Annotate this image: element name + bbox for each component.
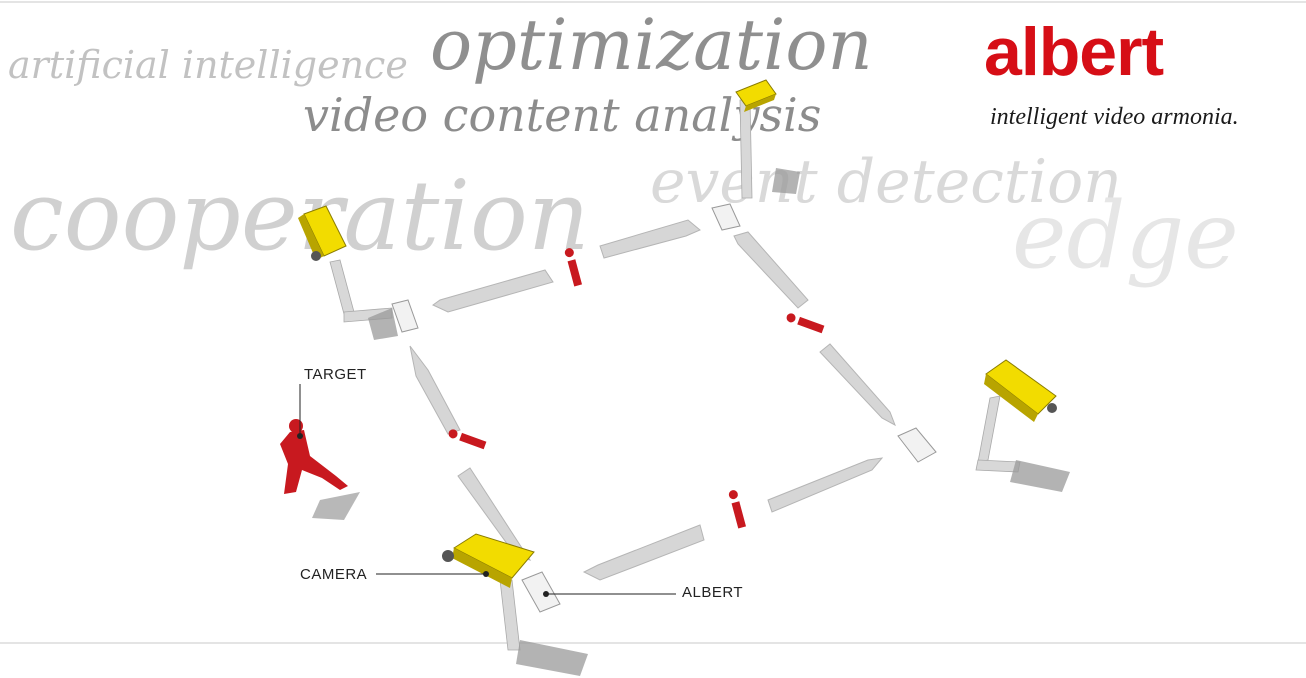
info-mark-left [448,429,487,450]
top-rule [0,1,1306,3]
albert-box-bottom [521,571,561,613]
leader-target [297,384,303,439]
word-event-detection: event detection [650,147,1122,217]
word-optimization: optimization [430,4,873,86]
word-artificial-intelligence: artificial intelligence [8,43,408,87]
label-albert: ALBERT [682,584,744,601]
camera-pole-left [329,259,398,340]
camera-top [735,79,777,112]
target-figure [280,419,360,520]
camera-bottom [442,533,535,588]
arrow-left-upper [409,345,461,435]
camera-pole-right [975,395,1070,492]
camera-pole-top [739,99,800,199]
albert-box-left [391,299,419,333]
leader-camera [376,571,489,577]
logo-tagline: intelligent video armonia. [990,104,1239,130]
leader-albert [543,591,676,597]
info-mark-right [786,313,825,334]
arrow-bottom-left [582,524,705,581]
arrow-top-right [599,219,701,259]
albert-logo: albert [984,14,1164,90]
camera-left [298,205,347,261]
label-target: TARGET [304,366,367,383]
arrow-top-left [432,269,554,313]
camera-right [984,359,1057,422]
arrow-right-lower [819,343,896,427]
label-camera: CAMERA [300,566,368,583]
arrow-right-upper [733,231,809,309]
info-mark-top [564,248,583,287]
bottom-rule [0,642,1306,644]
word-edge: edge [1012,182,1239,289]
albert-box-right [897,427,937,463]
albert-box-top [711,203,741,231]
word-cooperation: cooperation [10,160,590,272]
info-mark-bottom [728,490,747,529]
arrow-bottom-right [767,457,884,513]
word-video-content-analysis: video content analysis [303,88,822,142]
